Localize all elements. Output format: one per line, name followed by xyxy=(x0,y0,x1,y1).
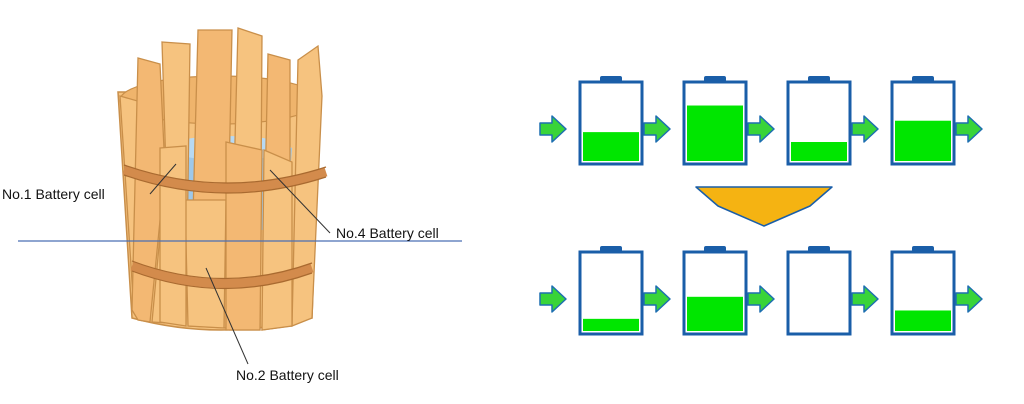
bottom-row-arrow-1 xyxy=(539,285,567,313)
top-row-arrow-2 xyxy=(643,115,671,143)
bottom-row-battery-1-charge xyxy=(583,318,639,331)
top-row-battery-4-charge xyxy=(895,120,951,161)
wooden-barrel-illustration xyxy=(18,27,462,365)
top-row-battery-1-charge xyxy=(583,132,639,161)
top-row-arrow-4 xyxy=(851,115,879,143)
bottom-row-arrow-2 xyxy=(643,285,671,313)
bottom-row-battery-2-charge xyxy=(687,296,743,331)
bottom-row-battery-3 xyxy=(786,250,852,336)
label-no4-battery-cell: No.4 Battery cell xyxy=(336,225,439,241)
top-row-arrow-5 xyxy=(955,115,983,143)
label-no1-battery-cell: No.1 Battery cell xyxy=(2,186,105,202)
label-no2-battery-cell: No.2 Battery cell xyxy=(236,367,339,383)
bottom-row-arrow-5 xyxy=(955,285,983,313)
top-row-battery-3-charge xyxy=(791,142,847,161)
label-pointers xyxy=(149,163,331,365)
barrel-bands xyxy=(122,165,328,288)
bottom-row-battery-4-charge xyxy=(895,310,951,331)
bottom-row-arrow-3 xyxy=(747,285,775,313)
battery-balancing-diagram xyxy=(539,76,983,336)
top-row-arrow-1 xyxy=(539,115,567,143)
top-row-arrow-3 xyxy=(747,115,775,143)
top-row-battery-2-charge xyxy=(687,105,743,161)
down-arrow xyxy=(695,186,833,227)
bottom-row-arrow-4 xyxy=(851,285,879,313)
